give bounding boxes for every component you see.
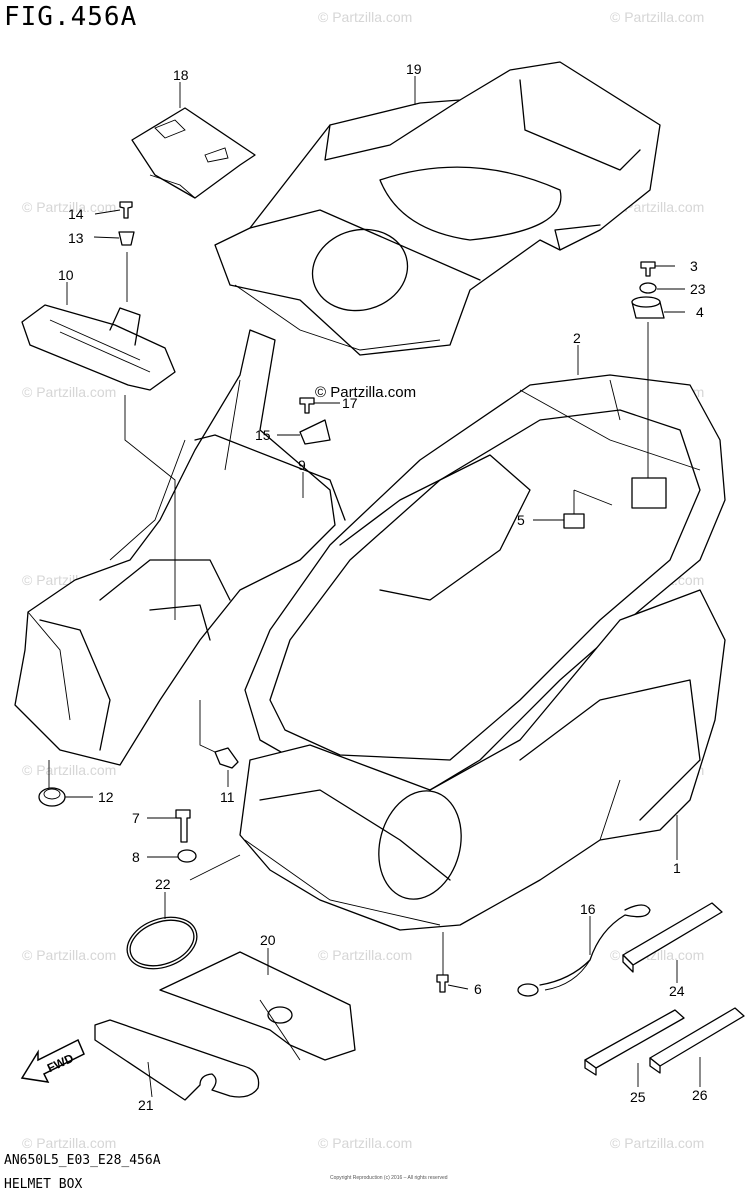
callout-18[interactable]: 18	[173, 67, 189, 83]
part-7-bolt[interactable]	[175, 809, 191, 843]
part-22-o-ring[interactable]	[120, 908, 204, 978]
callout-19[interactable]: 19	[406, 61, 422, 77]
watermark: © Partzilla.com	[610, 9, 704, 25]
part-8-washer[interactable]	[177, 849, 197, 863]
diagram-name: HELMET BOX	[4, 1177, 83, 1192]
part-12-grommet[interactable]	[38, 787, 66, 807]
callout-14[interactable]: 14	[68, 206, 84, 222]
part-20-bag[interactable]	[159, 951, 356, 1061]
callout-17[interactable]: 17	[342, 395, 358, 411]
callout-11[interactable]: 11	[220, 789, 235, 805]
callout-24[interactable]: 24	[669, 983, 685, 999]
part-4-cushion[interactable]	[631, 296, 665, 319]
part-11-bolt[interactable]	[214, 747, 239, 769]
watermark: © Partzilla.com	[22, 199, 116, 215]
watermark: © Partzilla.com	[610, 1135, 704, 1151]
watermark: © Partzilla.com	[318, 9, 412, 25]
part-26-sponge[interactable]	[649, 1007, 745, 1074]
watermark: © Partzilla.com	[22, 947, 116, 963]
callout-4[interactable]: 4	[696, 304, 704, 320]
callout-9[interactable]: 9	[298, 457, 306, 473]
callout-26[interactable]: 26	[692, 1087, 708, 1103]
callout-21[interactable]: 21	[138, 1097, 154, 1113]
callout-10[interactable]: 10	[58, 267, 74, 283]
watermark: © Partzilla.com	[318, 1135, 412, 1151]
callout-3[interactable]: 3	[690, 258, 698, 274]
part-18-cover[interactable]	[131, 107, 256, 199]
part-17-screw[interactable]	[299, 397, 315, 414]
callout-7[interactable]: 7	[132, 810, 140, 826]
part-21-spanner[interactable]	[94, 1019, 260, 1101]
callouts: 18 19 14 13 10 3 23 4 2 17 15 9 5 11 12 …	[58, 61, 708, 1113]
callout-13[interactable]: 13	[68, 230, 84, 246]
part-10-clamp[interactable]	[21, 304, 176, 391]
diagram-code: AN650L5_E03_E28_456A	[4, 1153, 161, 1168]
part-23-washer[interactable]	[639, 282, 657, 294]
watermark: © Partzilla.com	[22, 762, 116, 778]
fwd-arrow-icon: FWD	[20, 1038, 85, 1083]
callout-5[interactable]: 5	[517, 512, 525, 528]
watermark: © Partzilla.com	[318, 947, 412, 963]
part-19-mat[interactable]	[214, 61, 661, 356]
part-25-sponge[interactable]	[584, 1009, 685, 1076]
callout-23[interactable]: 23	[690, 281, 706, 297]
part-16-cable[interactable]	[517, 904, 651, 997]
callout-16[interactable]: 16	[580, 901, 596, 917]
part-3-screw[interactable]	[640, 261, 656, 277]
callout-22[interactable]: 22	[155, 876, 171, 892]
fine-print: Copyright Reproduction (c) 2016 – All ri…	[330, 1175, 448, 1181]
part-5-nut[interactable]	[563, 513, 585, 529]
part-6-screw[interactable]	[436, 974, 449, 993]
callout-2[interactable]: 2	[573, 330, 581, 346]
callout-15[interactable]: 15	[255, 427, 271, 443]
callout-1[interactable]: 1	[673, 860, 681, 876]
part-1-helmet-box[interactable]	[239, 589, 726, 931]
part-13-nut[interactable]	[118, 231, 135, 246]
watermark: © Partzilla.com	[22, 1135, 116, 1151]
callout-8[interactable]: 8	[132, 849, 140, 865]
figure-title: FIG.456A	[4, 2, 138, 32]
watermark: © Partzilla.com	[22, 384, 116, 400]
callout-12[interactable]: 12	[98, 789, 114, 805]
part-14-screw[interactable]	[119, 201, 133, 219]
part-15-clamp[interactable]	[299, 419, 331, 445]
callout-20[interactable]: 20	[260, 932, 276, 948]
leader-lines	[48, 76, 701, 1098]
callout-6[interactable]: 6	[474, 981, 482, 997]
copyright-text: © Partzilla.com	[315, 384, 417, 401]
part-24-sponge[interactable]	[622, 902, 723, 973]
callout-25[interactable]: 25	[630, 1089, 646, 1105]
